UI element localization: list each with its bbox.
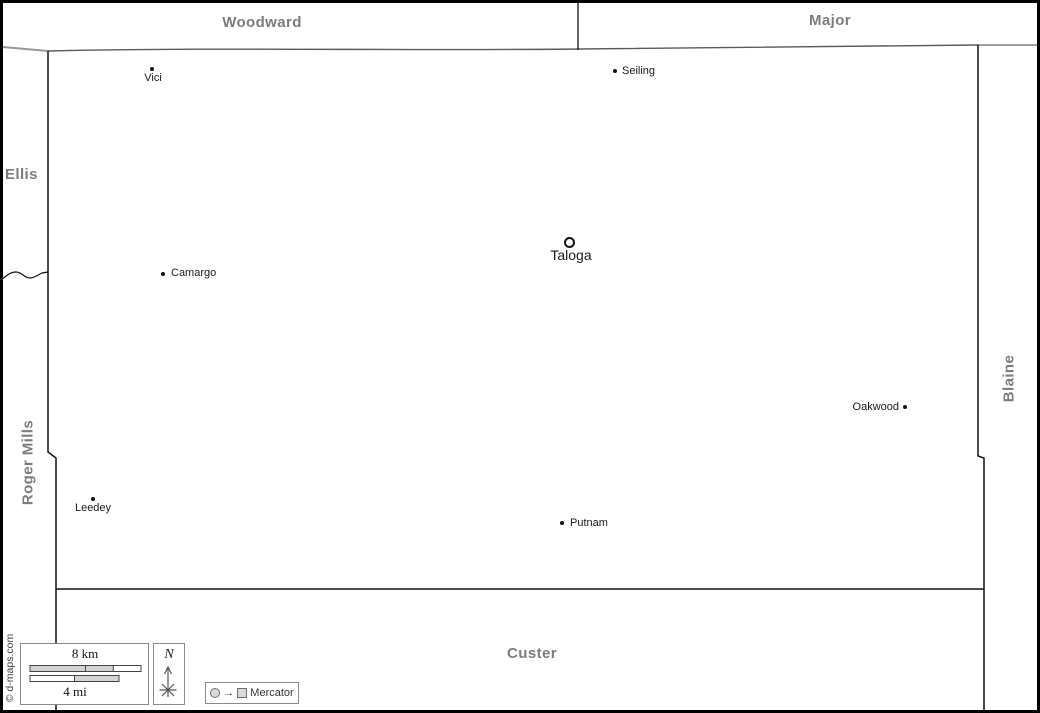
town-label: Putnam [570,517,608,529]
scale-mi-label: 4 mi [63,684,87,699]
town-label: Leedey [74,502,112,514]
county-seat-label: Taloga [550,247,592,263]
globe-circle-icon [210,688,221,698]
region-label-major: Major [808,12,852,29]
east-boundary-line [977,45,985,710]
projection-legend: → Mercator [205,682,299,704]
town-dot-icon [150,67,154,71]
topbar-edge-left-line [2,46,49,52]
town-label: Seiling [622,65,656,77]
region-label-custer: Custer [507,645,557,662]
town-label: Camargo [171,267,217,279]
town-dot-icon [560,521,564,525]
projection-label: Mercator [250,687,294,699]
region-label-woodward: Woodward [222,14,302,31]
scale-bar: 8 km 4 mi [20,643,149,705]
region-label-ellis: Ellis [5,166,38,183]
west-boundary-line [47,51,57,710]
region-label-roger-mills: Roger Mills [19,419,37,506]
compass: N [153,643,185,705]
town-dot-icon [903,405,907,409]
county-seat-icon [564,237,575,248]
projected-square-icon [237,688,248,698]
scale-km-label: 8 km [71,646,99,661]
scale-bars-icon [29,665,142,682]
town-dot-icon [161,272,165,276]
copyright-credit: © d-maps.com [4,633,16,703]
town-dot-icon [613,69,617,73]
town-label: Oakwood [852,401,899,413]
region-label-blaine: Blaine [1000,354,1018,403]
town-dot-icon [91,497,95,501]
compass-north-label: N [164,647,174,662]
river-line [0,271,49,282]
compass-rose-icon [159,665,177,697]
town-label: Vici [144,72,162,84]
arrow-right-icon: → [223,686,235,699]
north-boundary-line [47,44,979,52]
